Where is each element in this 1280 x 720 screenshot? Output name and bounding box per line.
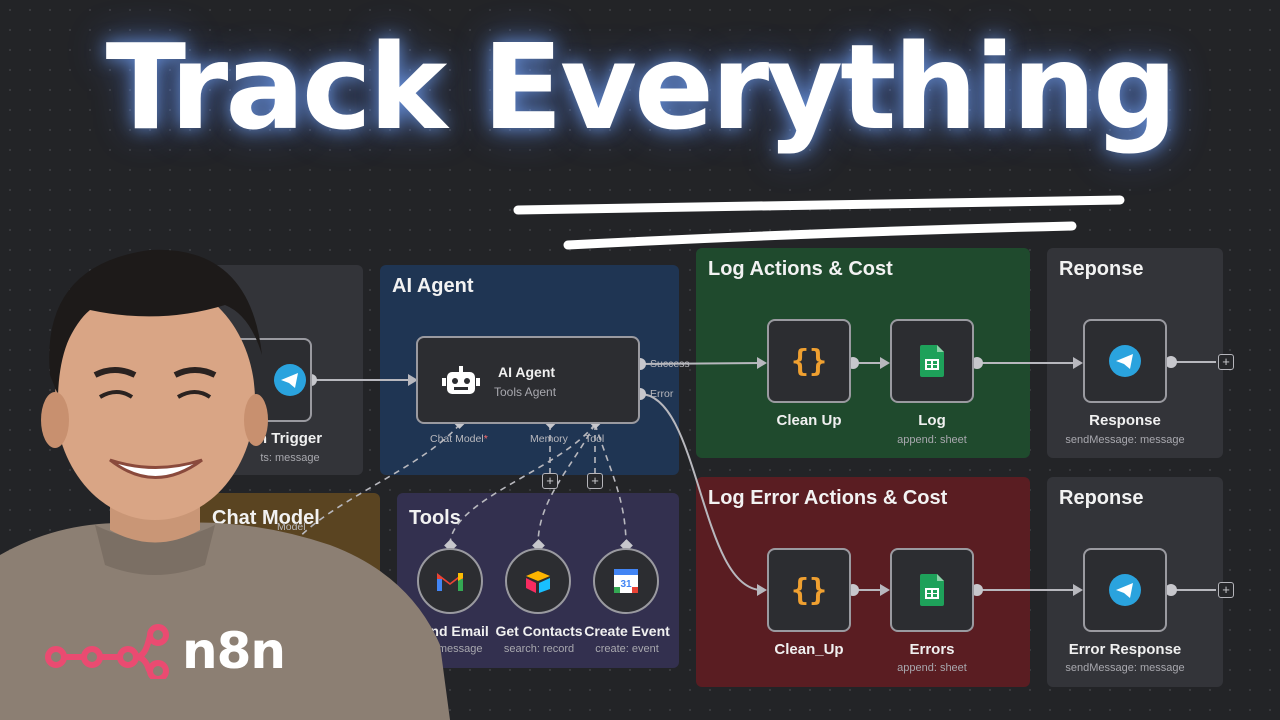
telegram-icon bbox=[1109, 345, 1141, 377]
telegram-icon bbox=[274, 364, 306, 396]
error-response-node[interactable] bbox=[1083, 548, 1167, 632]
headline-title: Track Everything bbox=[105, 18, 1178, 156]
robot-icon bbox=[442, 366, 480, 394]
n8n-logo: n8n bbox=[44, 622, 286, 680]
agent-group-title: AI Agent bbox=[392, 275, 474, 297]
airtable-icon bbox=[526, 571, 550, 593]
calendar-day: 31 bbox=[620, 579, 632, 590]
get-contacts-node[interactable] bbox=[505, 548, 571, 614]
n8n-logo-icon bbox=[45, 624, 169, 679]
add-tool-button[interactable]: + bbox=[587, 473, 603, 489]
google-sheets-icon bbox=[920, 574, 944, 606]
get-contacts-label: Get Contacts bbox=[495, 623, 583, 639]
create-event-label: Create Event bbox=[584, 623, 670, 639]
clean-up-node[interactable]: {} bbox=[767, 319, 851, 403]
clean-up-error-node[interactable]: {} bbox=[767, 548, 851, 632]
ai-agent-node[interactable]: AI Agent Tools Agent bbox=[416, 336, 640, 424]
gmail-icon bbox=[437, 573, 463, 591]
log-node[interactable] bbox=[890, 319, 974, 403]
presenter-photo bbox=[0, 249, 450, 720]
ai-agent-node-subtitle: Tools Agent bbox=[494, 385, 557, 399]
log-group-title: Log Actions & Cost bbox=[708, 258, 893, 280]
add-after-error-response-button[interactable]: + bbox=[1218, 582, 1234, 598]
error-response-group: Reponse bbox=[1047, 477, 1223, 687]
send-email-node[interactable] bbox=[417, 548, 483, 614]
response-label: Response bbox=[1089, 412, 1161, 429]
trigger-node-label: n Trigger bbox=[257, 430, 323, 447]
create-event-node[interactable]: 31 bbox=[593, 548, 659, 614]
tool-port-label: Tool bbox=[585, 433, 605, 445]
clean-up-label: Clean Up bbox=[776, 412, 842, 429]
telegram-icon bbox=[1109, 574, 1141, 606]
google-calendar-icon: 31 bbox=[614, 569, 638, 593]
add-after-response-button[interactable]: + bbox=[1218, 354, 1234, 370]
code-icon: {} bbox=[790, 343, 828, 379]
error-response-sub: sendMessage: message bbox=[1065, 662, 1185, 674]
chat-model-port-text: Chat Model bbox=[430, 433, 484, 445]
errors-label: Errors bbox=[909, 641, 955, 658]
error-response-group-title: Reponse bbox=[1059, 487, 1144, 509]
success-port-label: Success bbox=[650, 358, 690, 370]
required-mark: * bbox=[483, 433, 488, 445]
create-event-sub: create: event bbox=[595, 643, 659, 655]
error-port-label: Error bbox=[650, 388, 674, 400]
response-group-title: Reponse bbox=[1059, 258, 1144, 280]
get-contacts-sub: search: record bbox=[503, 643, 575, 655]
headline-underline bbox=[513, 195, 1125, 250]
errors-node[interactable] bbox=[890, 548, 974, 632]
errors-sub: append: sheet bbox=[897, 662, 967, 674]
clean-up-error-label: Clean_Up bbox=[774, 641, 844, 658]
error-response-label: Error Response bbox=[1068, 641, 1182, 658]
log-sub: append: sheet bbox=[897, 434, 967, 446]
ai-agent-node-title: AI Agent bbox=[498, 364, 556, 380]
add-memory-button[interactable]: + bbox=[542, 473, 558, 489]
log-label: Log bbox=[918, 412, 946, 429]
code-icon: {} bbox=[790, 572, 828, 608]
memory-port-label: Memory bbox=[530, 433, 568, 445]
trigger-node-sub: ts: message bbox=[260, 452, 320, 464]
brand-name: n8n bbox=[182, 622, 286, 680]
google-sheets-icon bbox=[920, 345, 944, 377]
response-node[interactable] bbox=[1083, 319, 1167, 403]
response-sub: sendMessage: message bbox=[1065, 434, 1185, 446]
chat-model-port-label: Chat Model* bbox=[430, 433, 488, 445]
model-port-label: Model bbox=[277, 521, 306, 533]
error-group-title: Log Error Actions & Cost bbox=[708, 487, 948, 509]
